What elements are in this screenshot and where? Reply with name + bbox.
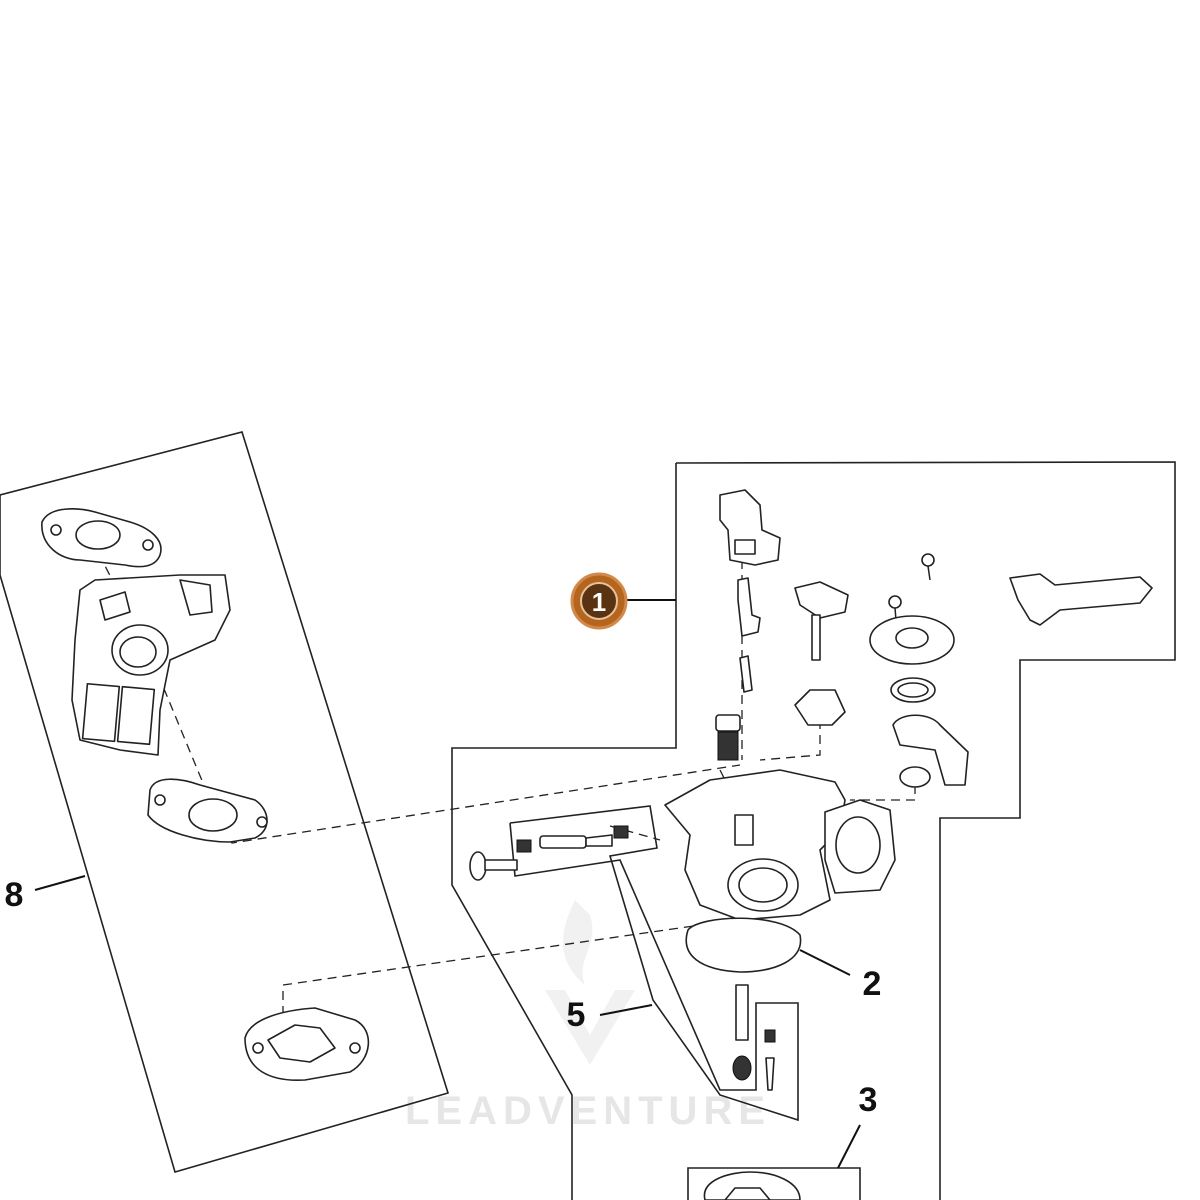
watermark: LEADVENTURE (405, 900, 771, 1133)
insulator-gasket-top (41, 508, 162, 568)
watermark-text: LEADVENTURE (405, 1089, 771, 1133)
float-pin (732, 984, 752, 1081)
float-needle (764, 1029, 776, 1091)
choke-lever (794, 581, 849, 661)
choke-gasket (794, 689, 846, 726)
leader-2 (799, 949, 851, 976)
callout-3: 3 (859, 1081, 878, 1119)
throttle-plate (869, 615, 955, 665)
callout-2: 2 (863, 965, 882, 1003)
callout-1: 1 (592, 587, 606, 617)
throttle-lever (892, 714, 969, 786)
group-box-1-left (451, 463, 677, 1200)
idle-screw (539, 834, 613, 849)
choke-plate (739, 655, 753, 693)
leader-5 (599, 1004, 653, 1016)
o-ring (890, 677, 936, 703)
leader-3 (837, 1124, 861, 1169)
group-box-3 (687, 1167, 861, 1200)
callout-8: 8 (5, 876, 24, 914)
carburetor-body (664, 769, 896, 973)
throttle-screw-1 (921, 553, 935, 581)
choke-bracket-part (719, 489, 781, 566)
insulator-gasket-middle (147, 778, 268, 843)
leader-8 (34, 875, 86, 891)
throttle-stop (899, 766, 931, 788)
carburetor-insulator-bracket (71, 574, 231, 756)
choke-shaft-clip (737, 577, 761, 637)
float-needle-seat (715, 714, 741, 761)
insulator-gasket-bottom (244, 1007, 370, 1081)
idle-spring (516, 825, 629, 853)
choke-arm (1009, 573, 1153, 626)
group-box-8 (0, 431, 450, 1173)
watermark-logo-icon (545, 900, 635, 1065)
group-box-5 (509, 805, 799, 1122)
group-box-1 (675, 461, 1176, 1200)
callout-5: 5 (567, 996, 586, 1034)
float-bowl-part (703, 1171, 801, 1200)
drain-screw (469, 851, 518, 881)
callout-1-badge[interactable]: 1 (570, 572, 628, 630)
